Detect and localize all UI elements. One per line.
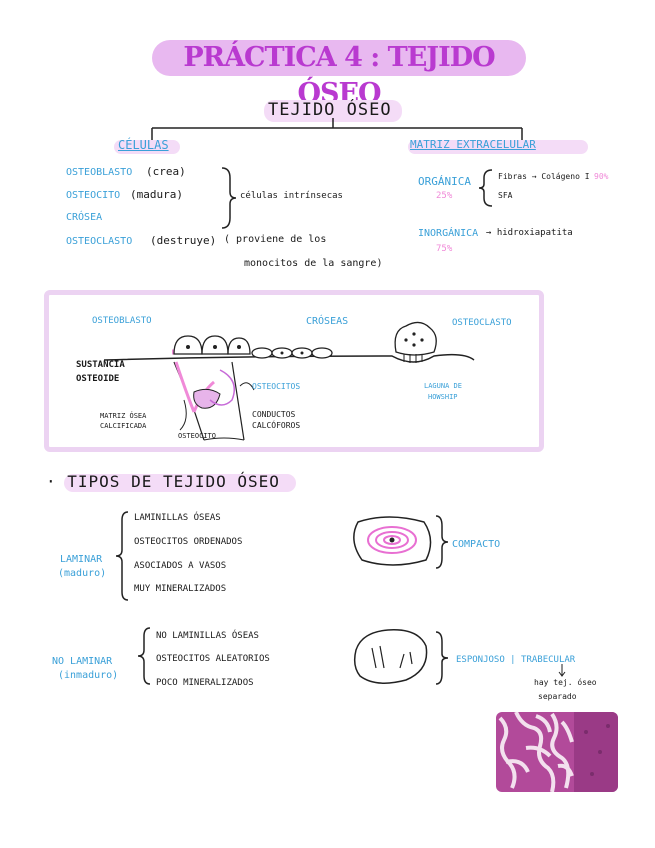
no-laminar-item: NO LAMINILLAS ÓSEAS bbox=[156, 631, 259, 641]
esponjoso-label: ESPONJOSO | TRABECULAR bbox=[456, 655, 575, 665]
no-laminar-item: OSTEOCITOS ALEATORIOS bbox=[156, 654, 270, 664]
laminar-item: MUY MINERALIZADOS bbox=[134, 584, 226, 594]
compacto-label: COMPACTO bbox=[452, 539, 500, 550]
no-laminar-sub: (inmaduro) bbox=[58, 670, 118, 681]
laminar-item: LAMINILLAS ÓSEAS bbox=[134, 513, 221, 523]
note-line-1: hay tej. óseo bbox=[534, 678, 597, 687]
no-laminar-label: NO LAMINAR bbox=[52, 656, 112, 667]
micrograph-image bbox=[496, 712, 618, 792]
laminar-sub: (maduro) bbox=[58, 568, 106, 579]
note-line-2: separado bbox=[538, 692, 577, 701]
laminar-item: ASOCIADOS A VASOS bbox=[134, 561, 226, 571]
no-laminar-item: POCO MINERALIZADOS bbox=[156, 678, 254, 688]
laminar-item: OSTEOCITOS ORDENADOS bbox=[134, 537, 242, 547]
laminar-label: LAMINAR bbox=[60, 554, 102, 565]
